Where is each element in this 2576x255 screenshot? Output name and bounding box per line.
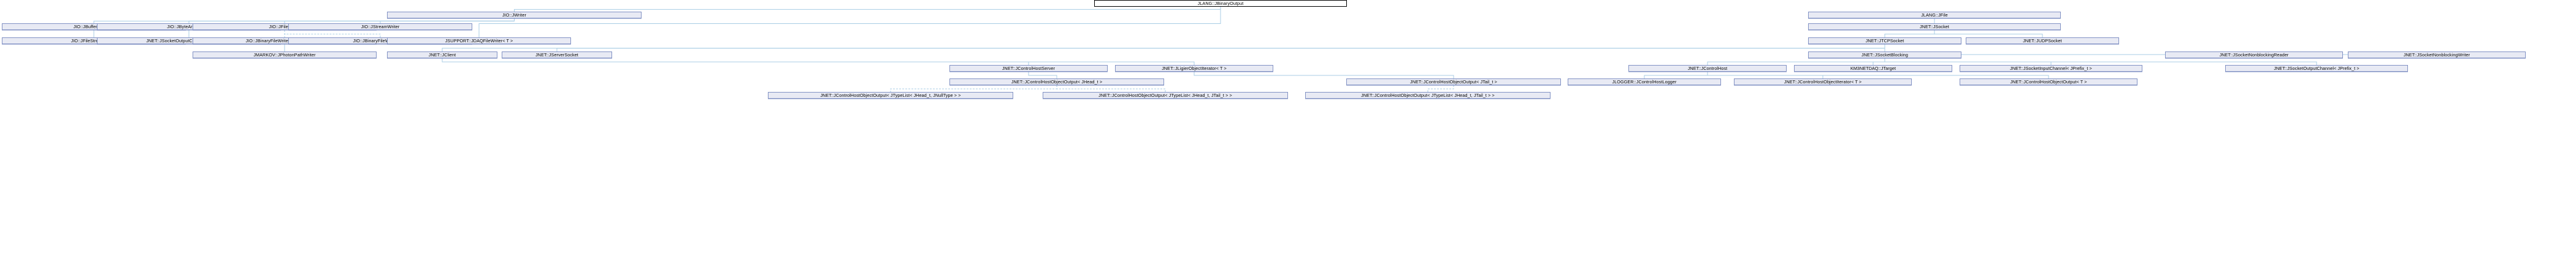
class-node-label: JNET::JControlHostObjectOutput< JTail_t … [1410,78,1497,85]
inheritance-edge [442,44,1885,51]
class-node[interactable]: JLANG::JFile [1808,12,2061,18]
class-node[interactable]: JNET::JControlHostObjectOutput< JTail_t … [1346,78,1561,85]
inheritance-edge [1934,30,2043,37]
class-node-label: JNET::JControlHostObjectOutput< T > [2010,78,2087,85]
class-node[interactable]: JNET::JServerSocket [502,51,612,58]
class-node[interactable]: JNET::JSocketBlocking [1808,51,1961,58]
class-node[interactable]: JLOGGER::JControlHostLogger [1568,78,1721,85]
inheritance-edge [1884,30,1935,37]
class-node-label: JNET::JControlHostObjectIterator< T > [1784,78,1862,85]
inheritance-edge [514,7,1221,12]
class-node[interactable]: JNET::JControlHost [1628,65,1787,72]
class-node[interactable]: KM3NETDAQ::JTarget [1794,65,1952,72]
class-node-label: JIO::JByteArrayWriter [167,23,211,29]
inheritance-edge [93,18,515,23]
class-node-label: JNET::JSocketInputChannel< JPrefix_t > [2010,65,2092,71]
inheritance-edge [556,44,1885,51]
inheritance-edge [1707,72,1823,78]
class-node-label: JMARKOV::JPhotonPathWriter [253,51,316,58]
class-node-label: JIO::JWriter [502,12,526,18]
class-node-label: JNET::JTCPSocket [1865,37,1904,44]
class-node-label: JIO::JFileWriter [269,23,301,29]
class-node[interactable]: JNET::JClient [387,51,497,58]
inheritance-edge [442,58,1029,65]
class-node[interactable]: JNET::JSocket [1808,23,2061,30]
class-node-label: JNET::JSocketOutputChannel< JPrefix_t > [146,37,232,44]
class-node[interactable]: JMARKOV::JPhotonPathWriter [193,51,377,58]
class-node-label: JIO::JStreamWriter [361,23,400,29]
class-node[interactable]: JNET::JTCPSocket [1808,37,1961,44]
inheritance-edge [380,18,515,23]
inheritance-edge [284,30,381,37]
inheritance-edge [1884,58,2317,65]
class-node-label: JNET::JClient [428,51,456,58]
inheritance-edge [890,85,1057,92]
class-node-label: JIO::JBinaryFileWriter< T > [353,37,408,44]
inheritance-edge [1028,72,1057,78]
class-node-label: JNET::JControlHostObjectOutput< JTypeLis… [1098,92,1232,98]
class-node[interactable]: JNET::JSocketNonblockingReader [2165,51,2343,58]
class-node-label: JIO::JBinaryFileWriter< JPhotonPath > [245,37,324,44]
class-node-label: JNET::JServerSocket [535,51,578,58]
class-node-label: JIO::JBufferedWriter [73,23,115,29]
class-node[interactable]: JNET::JControlHostServer [949,65,1108,72]
inheritance-edge [1194,72,1454,78]
class-node[interactable]: JNET::JLigierObjectIterator< T > [1115,65,1273,72]
class-node[interactable]: JNET::JUDPSocket [1966,37,2119,44]
inheritance-edge [1707,72,2049,78]
inheritance-edge [1644,72,1708,78]
class-node[interactable]: JIO::JWriter [387,12,642,18]
class-node-label: JNET::JSocket [1919,23,1950,29]
inheritance-edge [188,18,515,23]
class-node-label: JNET::JControlHost [1687,65,1728,71]
class-node[interactable]: JNET::JSocketInputChannel< JPrefix_t > [1960,65,2142,72]
inheritance-edge [442,58,1195,65]
class-node-label: JNET::JLigierObjectIterator< T > [1162,65,1227,71]
class-node[interactable]: JNET::JControlHostObjectOutput< JTypeLis… [768,92,1013,99]
class-node-label: JSUPPORT::JDAQFileWriter< T > [445,37,513,44]
inheritance-edge [1884,58,2052,65]
inheritance-edge [1056,85,1166,92]
class-node-label: JNET::JSocketNonblockingWriter [2403,51,2471,58]
inheritance-edge [1427,85,1454,92]
inheritance-edge [1707,58,1885,65]
class-node[interactable]: JLANG::JBinaryOutput [1094,0,1347,7]
class-node-label: JNET::JUDPSocket [2023,37,2062,44]
class-node-label: JLOGGER::JControlHostLogger [1612,78,1677,85]
class-node-label: JNET::JControlHostObjectOutput< JTypeLis… [820,92,961,98]
class-node-label: JIO::JFileStreamWriter [71,37,117,44]
class-node[interactable]: JNET::JControlHostObjectIterator< T > [1734,78,1912,85]
class-node[interactable]: JIO::JStreamWriter [288,23,472,30]
class-node-label: JNET::JControlHostObjectOutput< JTypeLis… [1361,92,1495,98]
class-node[interactable]: JNET::JControlHostObjectOutput< JTypeLis… [1305,92,1551,99]
class-node[interactable]: JNET::JControlHostObjectOutput< T > [1960,78,2137,85]
class-node-label: JLANG::JFile [1921,12,1948,18]
class-node[interactable]: JNET::JControlHostObjectOutput< JTypeLis… [1043,92,1288,99]
class-node-label: JNET::JControlHostServer [1002,65,1056,71]
class-node-label: JNET::JSocketOutputChannel< JPrefix_t > [2274,65,2359,71]
class-node[interactable]: JNET::JControlHostObjectOutput< JHead_t … [949,78,1164,85]
class-node-label: JNET::JSocketBlocking [1861,51,1908,58]
class-node[interactable]: JNET::JSocketOutputChannel< JPrefix_t > [2225,65,2408,72]
class-node-label: JLANG::JBinaryOutput [1197,0,1244,6]
class-node-label: JNET::JControlHostObjectOutput< JHead_t … [1011,78,1103,85]
class-node[interactable]: JNET::JSocketNonblockingWriter [2348,51,2526,58]
inheritance-edge [284,18,515,23]
class-node[interactable]: JSUPPORT::JDAQFileWriter< T > [387,37,571,44]
inheritance-edge [1873,58,1885,65]
class-node-label: JNET::JSocketNonblockingReader [2219,51,2289,58]
class-node-label: KM3NETDAQ::JTarget [1850,65,1896,71]
